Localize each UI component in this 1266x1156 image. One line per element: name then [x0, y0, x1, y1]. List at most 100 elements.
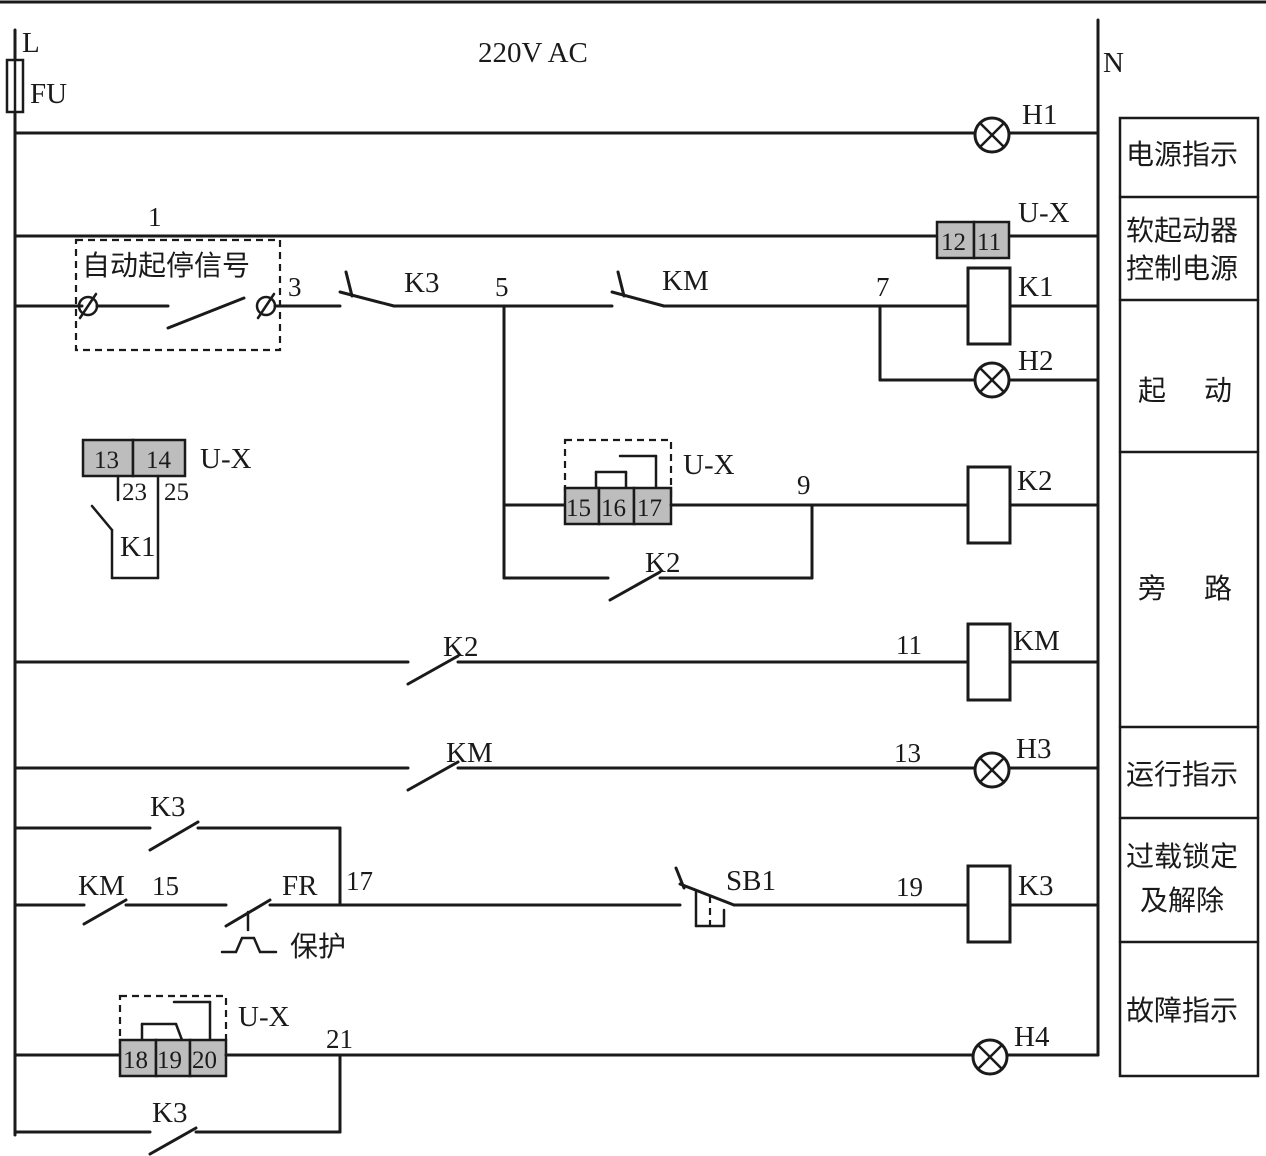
- contact-k3-nc: [338, 270, 396, 308]
- legend-overload-2: 及解除: [1140, 884, 1224, 917]
- pushbutton-sb1-icon: [674, 866, 736, 928]
- coil-k3: [966, 864, 1012, 944]
- legend-softstart-1: 软起动器: [1126, 214, 1238, 247]
- supply-label: 220V AC: [478, 37, 588, 69]
- terminal-16-label: 16: [601, 495, 626, 522]
- contact-km-no-1: [406, 760, 460, 792]
- terminal-20-label: 20: [192, 1047, 217, 1074]
- ux-label-1: U-X: [1018, 197, 1070, 229]
- contact-k2-no: [406, 654, 460, 686]
- function-legend: 电源指示 软起动器 控制电源 起 动 旁 路 运行指示 过载锁定 及解除 故障指…: [1118, 116, 1260, 1078]
- node-9-label: 9: [797, 470, 811, 500]
- contact-fr-label: FR: [282, 870, 318, 902]
- legend-softstart-2: 控制电源: [1126, 252, 1238, 285]
- lamp-h4-label: H4: [1014, 1021, 1050, 1053]
- pushbutton-sb1-label: SB1: [726, 865, 776, 897]
- contact-k2-label-1: K2: [645, 547, 680, 579]
- node-7-label: 7: [876, 272, 890, 302]
- legend-start-2: 动: [1204, 374, 1232, 407]
- legend-run: 运行指示: [1126, 758, 1238, 791]
- contact-km-label-1: KM: [662, 265, 709, 297]
- neutral-label: N: [1103, 47, 1124, 79]
- lamp-h1-label: H1: [1022, 99, 1057, 131]
- contact-k2-holding: [608, 570, 662, 602]
- fuse-fu: FU: [5, 58, 67, 114]
- row-power-indicator: H1: [13, 99, 1100, 154]
- node-25-label: 25: [164, 479, 189, 506]
- row-bypass-k2: 15 16 17 U-X 9 K2 K2: [502, 304, 1100, 602]
- contact-km-nc: [610, 270, 666, 308]
- ux-label-3: U-X: [683, 449, 735, 481]
- auto-signal-label: 自动起停信号: [82, 249, 250, 282]
- line-label: L: [22, 27, 40, 59]
- contact-k3-label-2: K3: [150, 791, 185, 823]
- coil-k1-label: K1: [1018, 271, 1053, 303]
- lamp-h3-label: H3: [1016, 733, 1051, 765]
- terminal-17-label: 17: [637, 495, 662, 522]
- node-19-label: 19: [896, 872, 923, 902]
- node-11-label: 11: [896, 630, 922, 660]
- legend-power: 电源指示: [1126, 138, 1238, 171]
- row-overload-lock: K3 KM 15 FR 保护 17 SB1 19 K3: [13, 791, 1100, 963]
- row-km-coil: K2 11 KM: [13, 622, 1100, 702]
- protect-label: 保护: [290, 930, 346, 963]
- contact-k3-label-3: K3: [152, 1097, 187, 1129]
- coil-k2: [966, 465, 1012, 545]
- legend-start-1: 起: [1138, 374, 1166, 407]
- contact-km-no-2: [82, 898, 128, 926]
- coil-k2-label: K2: [1017, 465, 1052, 497]
- contact-km-label-2: KM: [446, 737, 493, 769]
- terminal-18-label: 18: [123, 1047, 148, 1074]
- node-13-label: 13: [894, 738, 921, 768]
- legend-bypass-1: 旁: [1138, 572, 1166, 605]
- contact-k1-label: K1: [120, 531, 155, 563]
- contact-k3-label: K3: [404, 267, 439, 299]
- terminal-11-label: 11: [977, 229, 1001, 256]
- contact-k3-holding: [148, 820, 200, 852]
- lamp-h3-icon: [973, 751, 1011, 789]
- terminal-19-label: 19: [157, 1047, 182, 1074]
- terminal-15-label: 15: [566, 495, 591, 522]
- node-15-label: 15: [152, 871, 179, 901]
- lamp-h4-icon: [971, 1038, 1009, 1076]
- row-fault-indicator: 18 19 20 U-X 21 H4 K3: [13, 994, 1100, 1156]
- coil-km-label: KM: [1013, 625, 1060, 657]
- ux-label-2: U-X: [200, 443, 252, 475]
- lamp-h2-label: H2: [1018, 345, 1053, 377]
- ux-relay-18-20-contact-icon: [140, 1000, 212, 1042]
- terminal-12-label: 12: [941, 229, 966, 256]
- ux-label-4: U-X: [238, 1001, 290, 1033]
- node-3-label: 3: [288, 272, 302, 302]
- legend-overload-1: 过载锁定: [1126, 840, 1238, 873]
- legend-fault: 故障指示: [1126, 994, 1238, 1027]
- terminal-13-label: 13: [94, 447, 119, 474]
- node-17-label: 17: [346, 866, 373, 896]
- row-run-indicator: KM 13 H3: [13, 733, 1100, 792]
- node-23-label: 23: [122, 479, 147, 506]
- auto-signal-box: [74, 238, 282, 352]
- contact-k1-no: [90, 504, 114, 532]
- row-start: 自动起停信号 3 K3 5 KM 7 K1: [13, 238, 1100, 399]
- ux-terminal-13-14-group: 13 14 U-X 23 25 K1: [81, 438, 252, 580]
- contact-km-label-3: KM: [78, 870, 125, 902]
- coil-km: [966, 622, 1012, 702]
- contact-k3-fault: [148, 1126, 198, 1156]
- lamp-h1-icon: [973, 116, 1011, 154]
- terminal-circle-right-icon: [255, 292, 277, 320]
- terminal-14-label: 14: [146, 447, 172, 474]
- row-softstarter-supply: 1 12 11 U-X: [13, 197, 1100, 260]
- thermal-trip-icon: [220, 910, 278, 954]
- node-5-label: 5: [495, 272, 509, 302]
- fuse-label: FU: [30, 78, 67, 110]
- lamp-h2-icon: [973, 361, 1011, 399]
- terminal-block-12-11: 12 11: [935, 220, 1011, 260]
- auto-signal-contact: [166, 296, 246, 330]
- node-1-label: 1: [148, 202, 162, 232]
- node-21-label: 21: [326, 1024, 353, 1054]
- coil-k3-label: K3: [1018, 870, 1053, 902]
- legend-bypass-2: 路: [1204, 572, 1232, 605]
- ux-relay-15-17-contact-icon: [594, 454, 658, 490]
- coil-k1: [966, 266, 1012, 346]
